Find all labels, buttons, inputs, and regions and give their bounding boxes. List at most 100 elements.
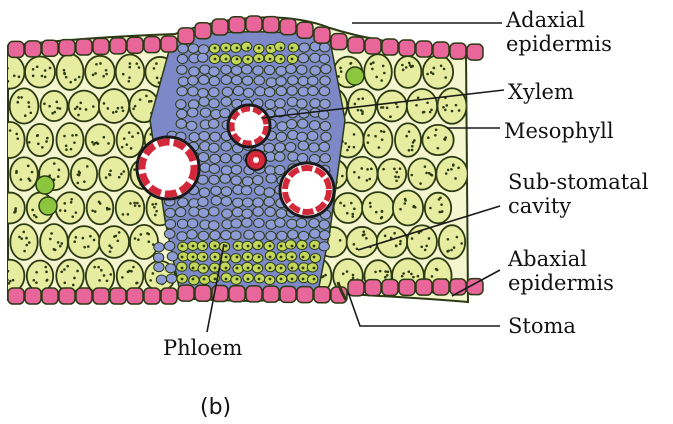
bundle-cell [231, 66, 241, 75]
epidermis-cell [416, 279, 432, 295]
bundle-cell [320, 43, 330, 52]
epidermis-cell [314, 287, 330, 303]
bundle-cell [176, 100, 186, 109]
bundle-cell [177, 232, 187, 241]
label-adaxial-line1: Adaxial [506, 8, 612, 32]
bundle-cell [198, 231, 208, 240]
mesophyll-cell [40, 91, 67, 121]
mesophyll-cell [364, 123, 393, 158]
mesophyll-cell [69, 91, 100, 122]
mesophyll-cell [10, 224, 37, 260]
sheath-cell [231, 254, 241, 263]
epidermis-cell [399, 40, 415, 56]
xylem-vessel [280, 163, 334, 217]
bundle-cell [296, 218, 306, 227]
epidermis-cell [42, 40, 58, 56]
bundle-cell [209, 175, 219, 184]
bundle-cell [199, 131, 209, 140]
mesophyll-cell [407, 89, 437, 123]
bundle-cell [221, 65, 231, 74]
epidermis-cell [365, 280, 381, 296]
epidermis-cell [178, 285, 194, 301]
label-adaxial-epidermis: Adaxial epidermis [506, 8, 612, 56]
sheath-cell [197, 241, 207, 250]
bundle-cell [211, 196, 221, 205]
label-abaxial-line1: Abaxial [508, 247, 614, 271]
mesophyll-cell [422, 125, 453, 155]
bundle-cell [286, 64, 296, 73]
label-abaxial-line2: epidermis [508, 271, 614, 295]
bundle-cell [255, 87, 265, 96]
chlorenchyma-cell [39, 197, 57, 215]
bundle-cell [177, 109, 187, 118]
epidermis-cell [195, 23, 211, 39]
epidermis-cell [8, 288, 24, 304]
bundle-cell [298, 87, 308, 96]
bundle-cell [164, 241, 174, 250]
sheath-cell [297, 240, 307, 249]
bundle-cell [220, 109, 230, 118]
epidermis-cell [450, 43, 466, 59]
bundle-cell [198, 45, 208, 54]
epidermis-cell [416, 41, 432, 57]
bundle-cell [231, 231, 241, 240]
bundle-cell [275, 143, 285, 152]
bundle-cell [266, 78, 276, 87]
bundle-cell [298, 119, 308, 128]
bundle-cell [319, 87, 329, 96]
bundle-cell [165, 208, 175, 217]
bundle-cell [254, 186, 264, 195]
bundle-cell [275, 152, 285, 161]
mesophyll-cell [10, 88, 39, 123]
bundle-cell [231, 76, 241, 85]
bundle-cell [177, 65, 187, 74]
bundle-cell [276, 209, 286, 218]
bundle-cell [288, 130, 298, 139]
bundle-cell [209, 76, 219, 85]
label-sub-stomatal-cavity: Sub-stomatal cavity [508, 170, 648, 218]
epidermis-cell [382, 39, 398, 55]
sheath-cell [253, 240, 263, 249]
bundle-cell [209, 221, 219, 230]
bundle-cell [221, 97, 231, 106]
epidermis-cell [229, 17, 245, 33]
bundle-cell [275, 99, 285, 108]
bundle-cell [199, 97, 209, 106]
mesophyll-cell [439, 225, 465, 259]
bundle-cell [310, 99, 320, 108]
epidermis-cell [59, 288, 75, 304]
bundle-cell [222, 87, 232, 96]
mesophyll-cell [436, 157, 467, 192]
mesophyll-cell [0, 193, 25, 224]
mesophyll-cell [117, 123, 144, 157]
bundle-cell [243, 88, 253, 97]
bundle-cell [242, 218, 252, 227]
epidermis-cell [8, 41, 24, 57]
bundle-cell [319, 142, 329, 151]
bundle-cell [188, 44, 198, 53]
epidermis-cell [382, 280, 398, 296]
bundle-cell [319, 54, 329, 63]
bundle-cell [187, 108, 197, 117]
mesophyll-cell [117, 260, 144, 291]
bundle-cell [308, 86, 318, 95]
epidermis-cell [399, 279, 415, 295]
mesophyll-cell [116, 54, 145, 89]
bundle-cell [297, 132, 307, 141]
mesophyll-cell [395, 56, 422, 88]
bundle-cell [288, 76, 298, 85]
epidermis-cell [212, 19, 228, 35]
bundle-cell [310, 53, 320, 62]
bundle-cell [231, 154, 241, 163]
bundle-cell [210, 132, 220, 141]
sheath-cell [221, 273, 231, 282]
bundle-cell [242, 65, 252, 74]
bundle-cell [286, 119, 296, 128]
mesophyll-cell [99, 89, 129, 123]
mesophyll-cell [71, 158, 97, 190]
bundle-cell [264, 143, 274, 152]
bundle-cell [253, 198, 263, 207]
bundle-cell [287, 97, 297, 106]
bundle-cell [264, 65, 274, 74]
bundle-cell [242, 76, 252, 85]
